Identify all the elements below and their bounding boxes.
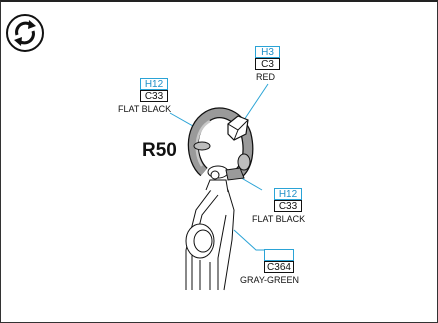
callout-left-h-code: H12 — [140, 78, 168, 90]
callout-right-h-code: H12 — [274, 188, 302, 200]
callout-top-caption: RED — [256, 72, 276, 82]
part-label: R50 — [142, 140, 177, 161]
callout-left-caption: FLAT BLACK — [118, 104, 172, 114]
rotate-view-icon[interactable] — [6, 14, 44, 52]
callout-top-h-code: H3 — [255, 46, 280, 58]
callout-bottom-caption: GRAY-GREEN — [240, 275, 300, 285]
callout-top-c-code: C3 — [255, 58, 280, 70]
ring-shackle — [187, 107, 254, 181]
callout-bottom-c-code: C364 — [264, 261, 294, 273]
callout-right-caption: FLAT BLACK — [252, 214, 306, 224]
callout-left-c-code: C33 — [140, 90, 168, 102]
callout-bottom-h-code — [264, 249, 294, 261]
callout-right-c-code: C33 — [274, 200, 302, 212]
arm-assembly — [185, 179, 235, 291]
